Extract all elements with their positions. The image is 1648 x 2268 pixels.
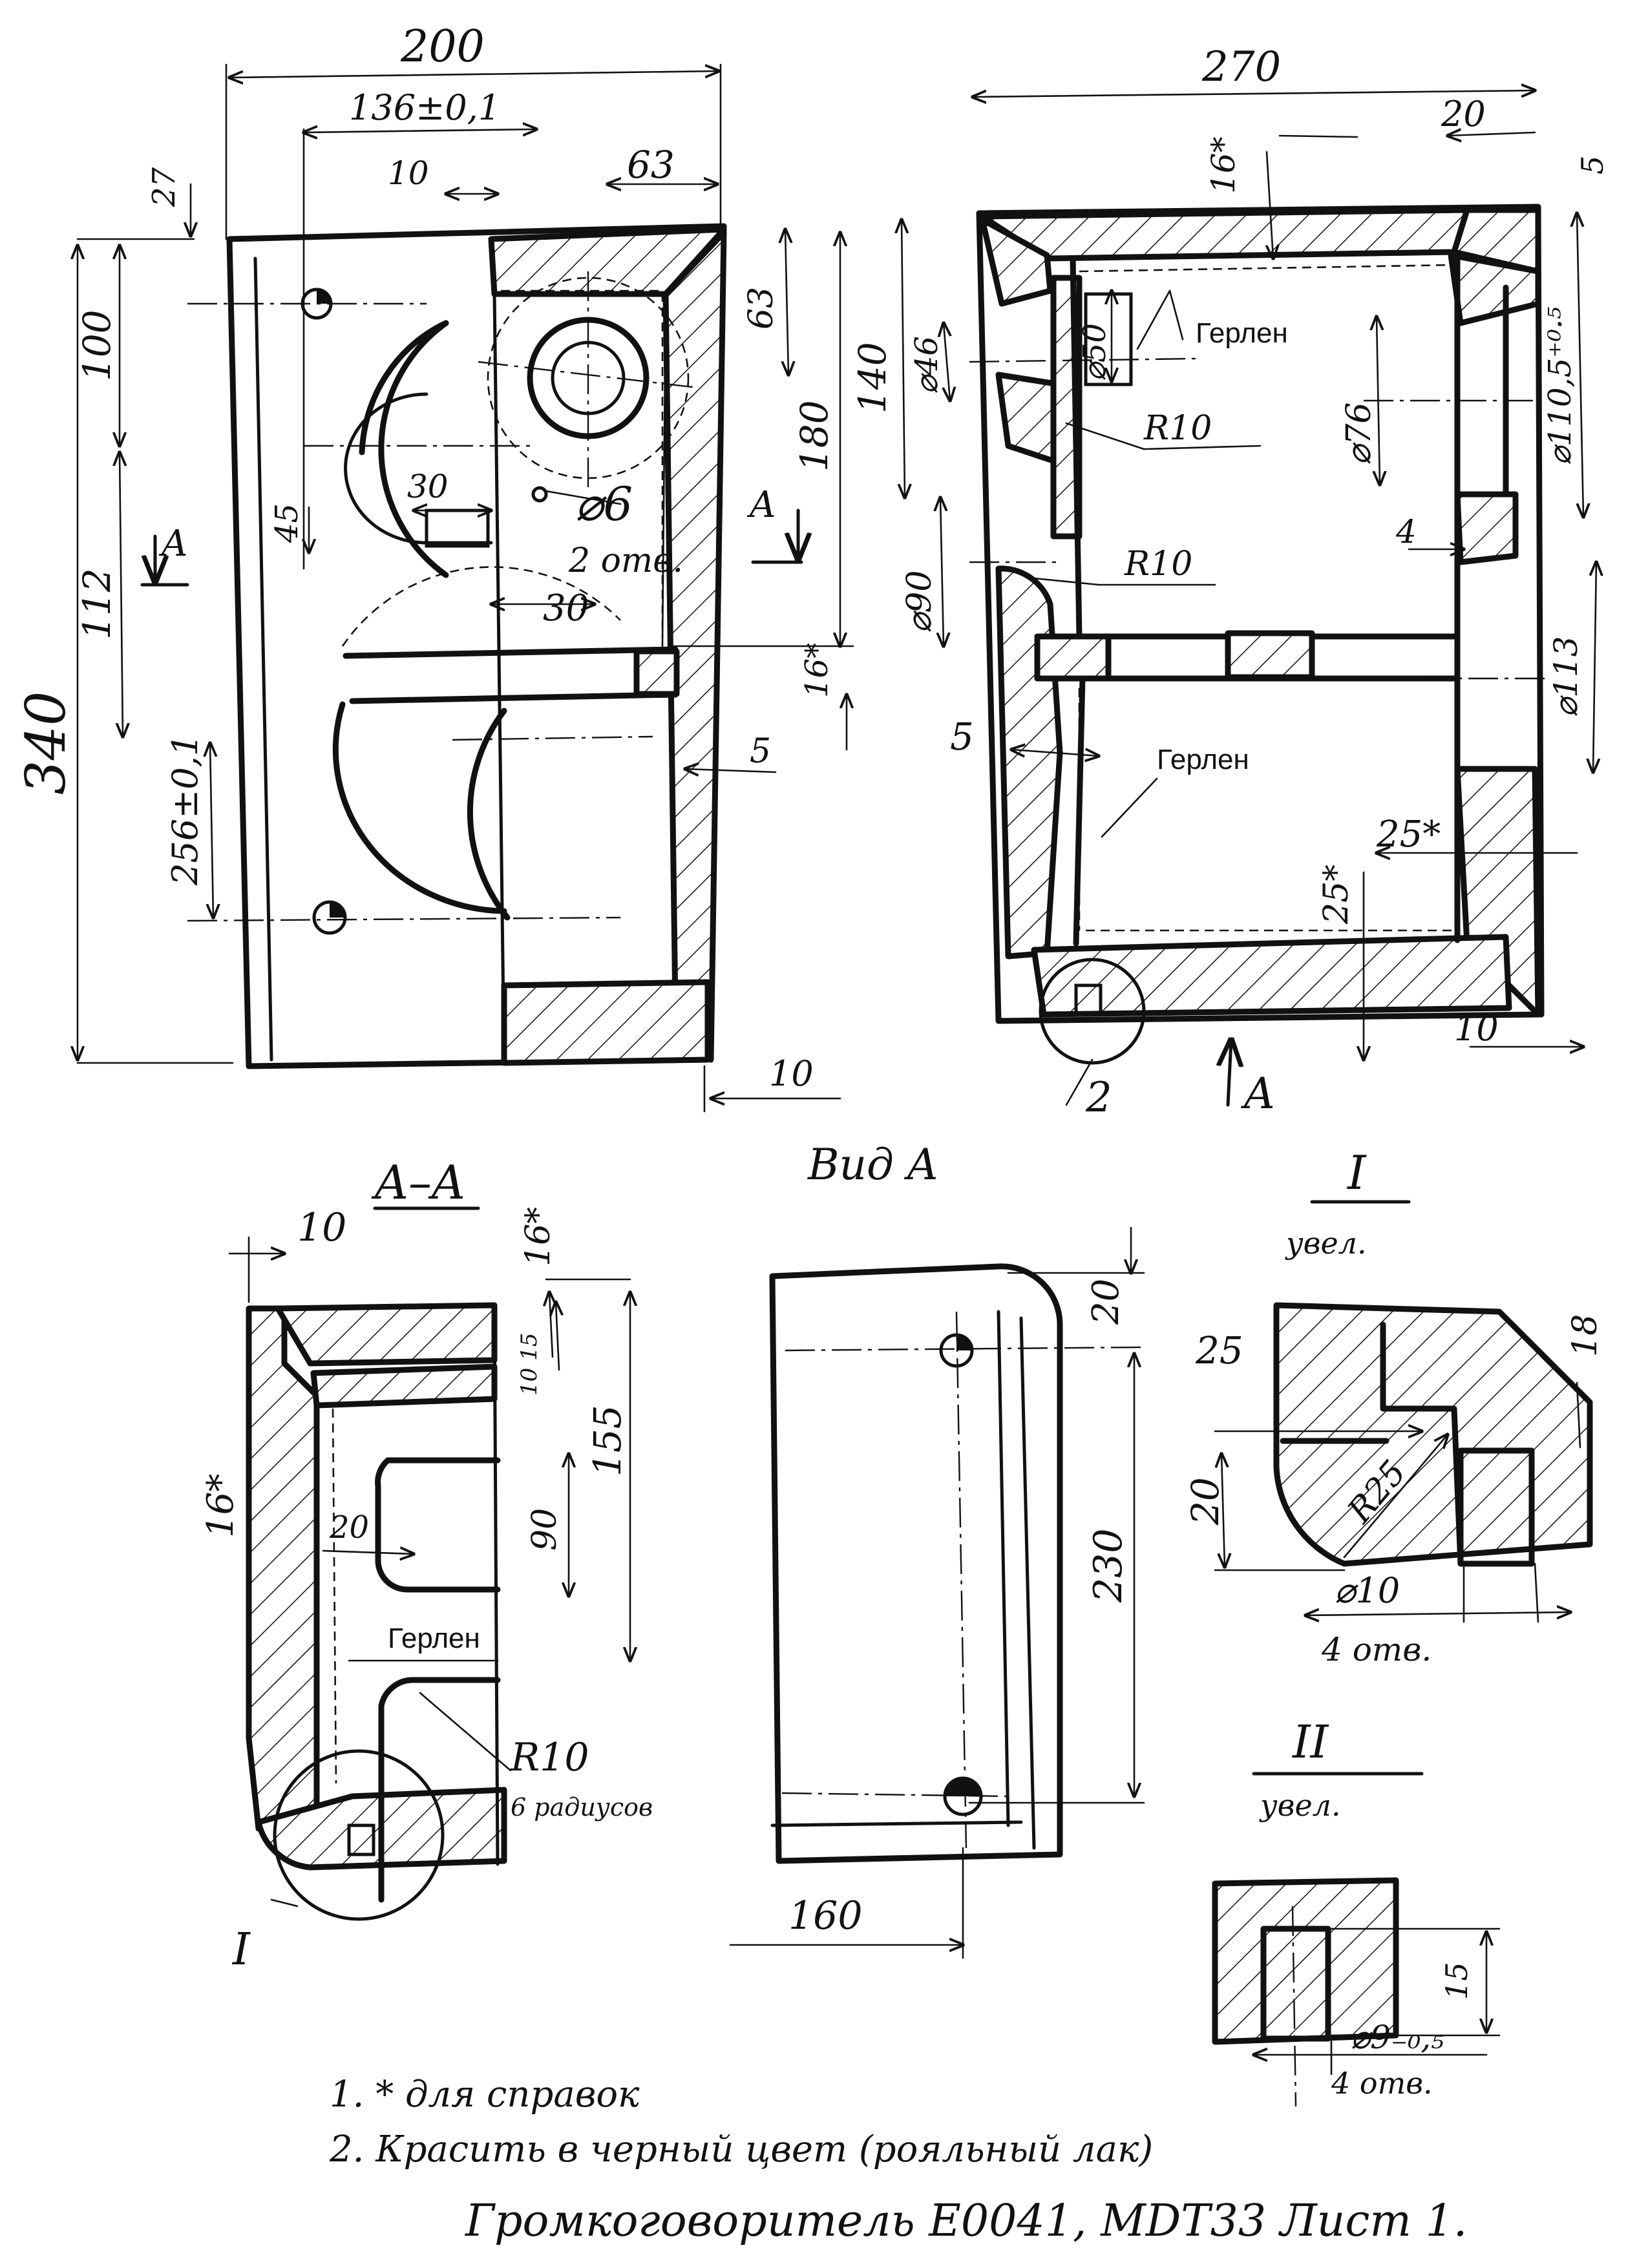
detail-ii-dim-15: 15	[1439, 1962, 1474, 2000]
dim-top-27: 27	[146, 167, 182, 207]
view-arrow-a: A	[1240, 1069, 1275, 1118]
dim-wall-5-side: 5	[950, 715, 974, 759]
dim-d50: ⌀50	[1077, 323, 1113, 381]
detail-i-dim-25: 25	[1195, 1328, 1243, 1372]
aa-dim-10: 10	[297, 1205, 346, 1250]
notes: 1. * для справок 2. Красить в черный цве…	[329, 2074, 1467, 2247]
detail-i-dia10: ⌀10	[1335, 1570, 1400, 1611]
dim-gap-4: 4	[1395, 513, 1417, 551]
detail-i-count: 4 отв.	[1321, 1631, 1431, 1668]
dim-height-340: 340	[14, 691, 78, 795]
dim-right-63b: 63	[742, 287, 781, 330]
section-aa-view: A–A 10 16* 10 15 155 16* 20 90 Герлен R1…	[200, 1155, 653, 1975]
section-mark-right: A	[746, 484, 776, 526]
dim-upper-100: 100	[75, 310, 119, 381]
dim-r10-upper: R10	[1143, 409, 1212, 448]
dim-width-270: 270	[1201, 43, 1281, 91]
dim-bottom-10: 10	[769, 1053, 814, 1094]
view-a-dim-160: 160	[788, 1893, 863, 1938]
note-1: 1. * для справок	[330, 2074, 640, 2116]
front-view: 200 136±0,1 10 63 27 340 100 112 256±0,1…	[14, 21, 854, 1113]
dim-edge-5: 5	[1575, 156, 1610, 174]
dim-middle-112: 112	[75, 568, 119, 640]
callout-i: I	[231, 1924, 251, 1975]
detail-i-dim-18: 18	[1566, 1314, 1605, 1357]
aa-dim-16-side: 16*	[200, 1474, 242, 1538]
label-gerlen-bottom: Герлен	[1157, 744, 1249, 775]
dim-right-20: 20	[1441, 94, 1486, 134]
label-gerlen-top: Герлен	[1196, 317, 1288, 349]
aa-dim-20: 20	[329, 1509, 369, 1546]
section-aa-title: A–A	[371, 1155, 465, 1210]
detail-ii-dia9: ⌀9₋₀,₅	[1351, 2019, 1444, 2056]
dim-r10-lower: R10	[1124, 545, 1192, 583]
title-block: Громкоговоритель E0041, MDT33 Лист 1.	[464, 2196, 1467, 2247]
view-a-dim-230: 230	[1086, 1528, 1131, 1603]
detail-ii-title: II	[1291, 1716, 1329, 1769]
aa-label-gerlen: Герлен	[388, 1622, 480, 1654]
dim-centers: 136±0,1	[349, 87, 500, 128]
detail-i-title: I	[1346, 1146, 1367, 1200]
detail-i-dim-20: 20	[1183, 1477, 1227, 1526]
dim-bottom-10-side: 10	[1454, 1008, 1499, 1049]
dim-hole-dia-6: ⌀6	[575, 477, 633, 531]
side-view: 270 20 16* 5 140 ⌀46 ⌀50 ⌀76 ⌀110,5⁺⁰·⁵ …	[850, 43, 1610, 1122]
dim-d46: ⌀46	[909, 336, 945, 394]
dim-top-16: 16*	[1205, 136, 1242, 194]
aa-dim-90: 90	[525, 1508, 564, 1551]
dim-slot-30b: 30	[543, 587, 589, 629]
aa-dim-155: 155	[586, 1405, 629, 1476]
detail-ii: II увел. 15 ⌀9₋₀,₅ 4 отв.	[1212, 1716, 1501, 2107]
dim-d90: ⌀90	[900, 571, 939, 633]
note-2: 2. Красить в черный цвет (рояльный лак)	[329, 2128, 1153, 2170]
view-a-title: Вид A	[807, 1140, 938, 1190]
dim-width-200: 200	[400, 21, 485, 72]
aa-dim-r10: R10	[510, 1735, 589, 1780]
callout-2: 2	[1085, 1074, 1112, 1122]
dim-d76: ⌀76	[1340, 403, 1379, 465]
aa-note-6-radii: 6 радиусов	[511, 1793, 653, 1822]
detail-ii-count: 4 отв.	[1331, 2066, 1433, 2101]
dim-right-63: 63	[627, 143, 675, 187]
detail-ii-subtitle: увел.	[1259, 1788, 1341, 1823]
dim-pipe-10: 10	[388, 154, 429, 192]
dim-25-bottom: 25*	[1317, 865, 1356, 925]
dim-d113: ⌀113	[1547, 636, 1585, 717]
dim-slot-30: 30	[407, 468, 449, 505]
dim-lower-256: 256±0,1	[165, 734, 206, 886]
dim-hole-45: 45	[269, 503, 305, 543]
aa-dim-16-top: 16*	[519, 1207, 558, 1266]
view-a: Вид A 20 230 160	[729, 1140, 1145, 1959]
dim-wall-5: 5	[750, 732, 771, 771]
view-a-dim-20: 20	[1085, 1279, 1127, 1325]
dim-height-180: 180	[792, 400, 836, 472]
section-mark-left: A	[158, 523, 187, 565]
aa-dim-10-15: 10 15	[516, 1333, 542, 1396]
dim-shelf-16: 16*	[799, 643, 835, 698]
dim-d110: ⌀110,5⁺⁰·⁵	[1542, 307, 1578, 465]
dim-height-140: 140	[850, 342, 894, 414]
dim-25-right: 25*	[1376, 814, 1441, 856]
detail-i-subtitle: увел.	[1285, 1226, 1367, 1261]
note-2-holes: 2 отв.	[568, 541, 683, 580]
detail-i: I увел. 25 18 20 R25 ⌀10 4 отв.	[1183, 1146, 1605, 1668]
